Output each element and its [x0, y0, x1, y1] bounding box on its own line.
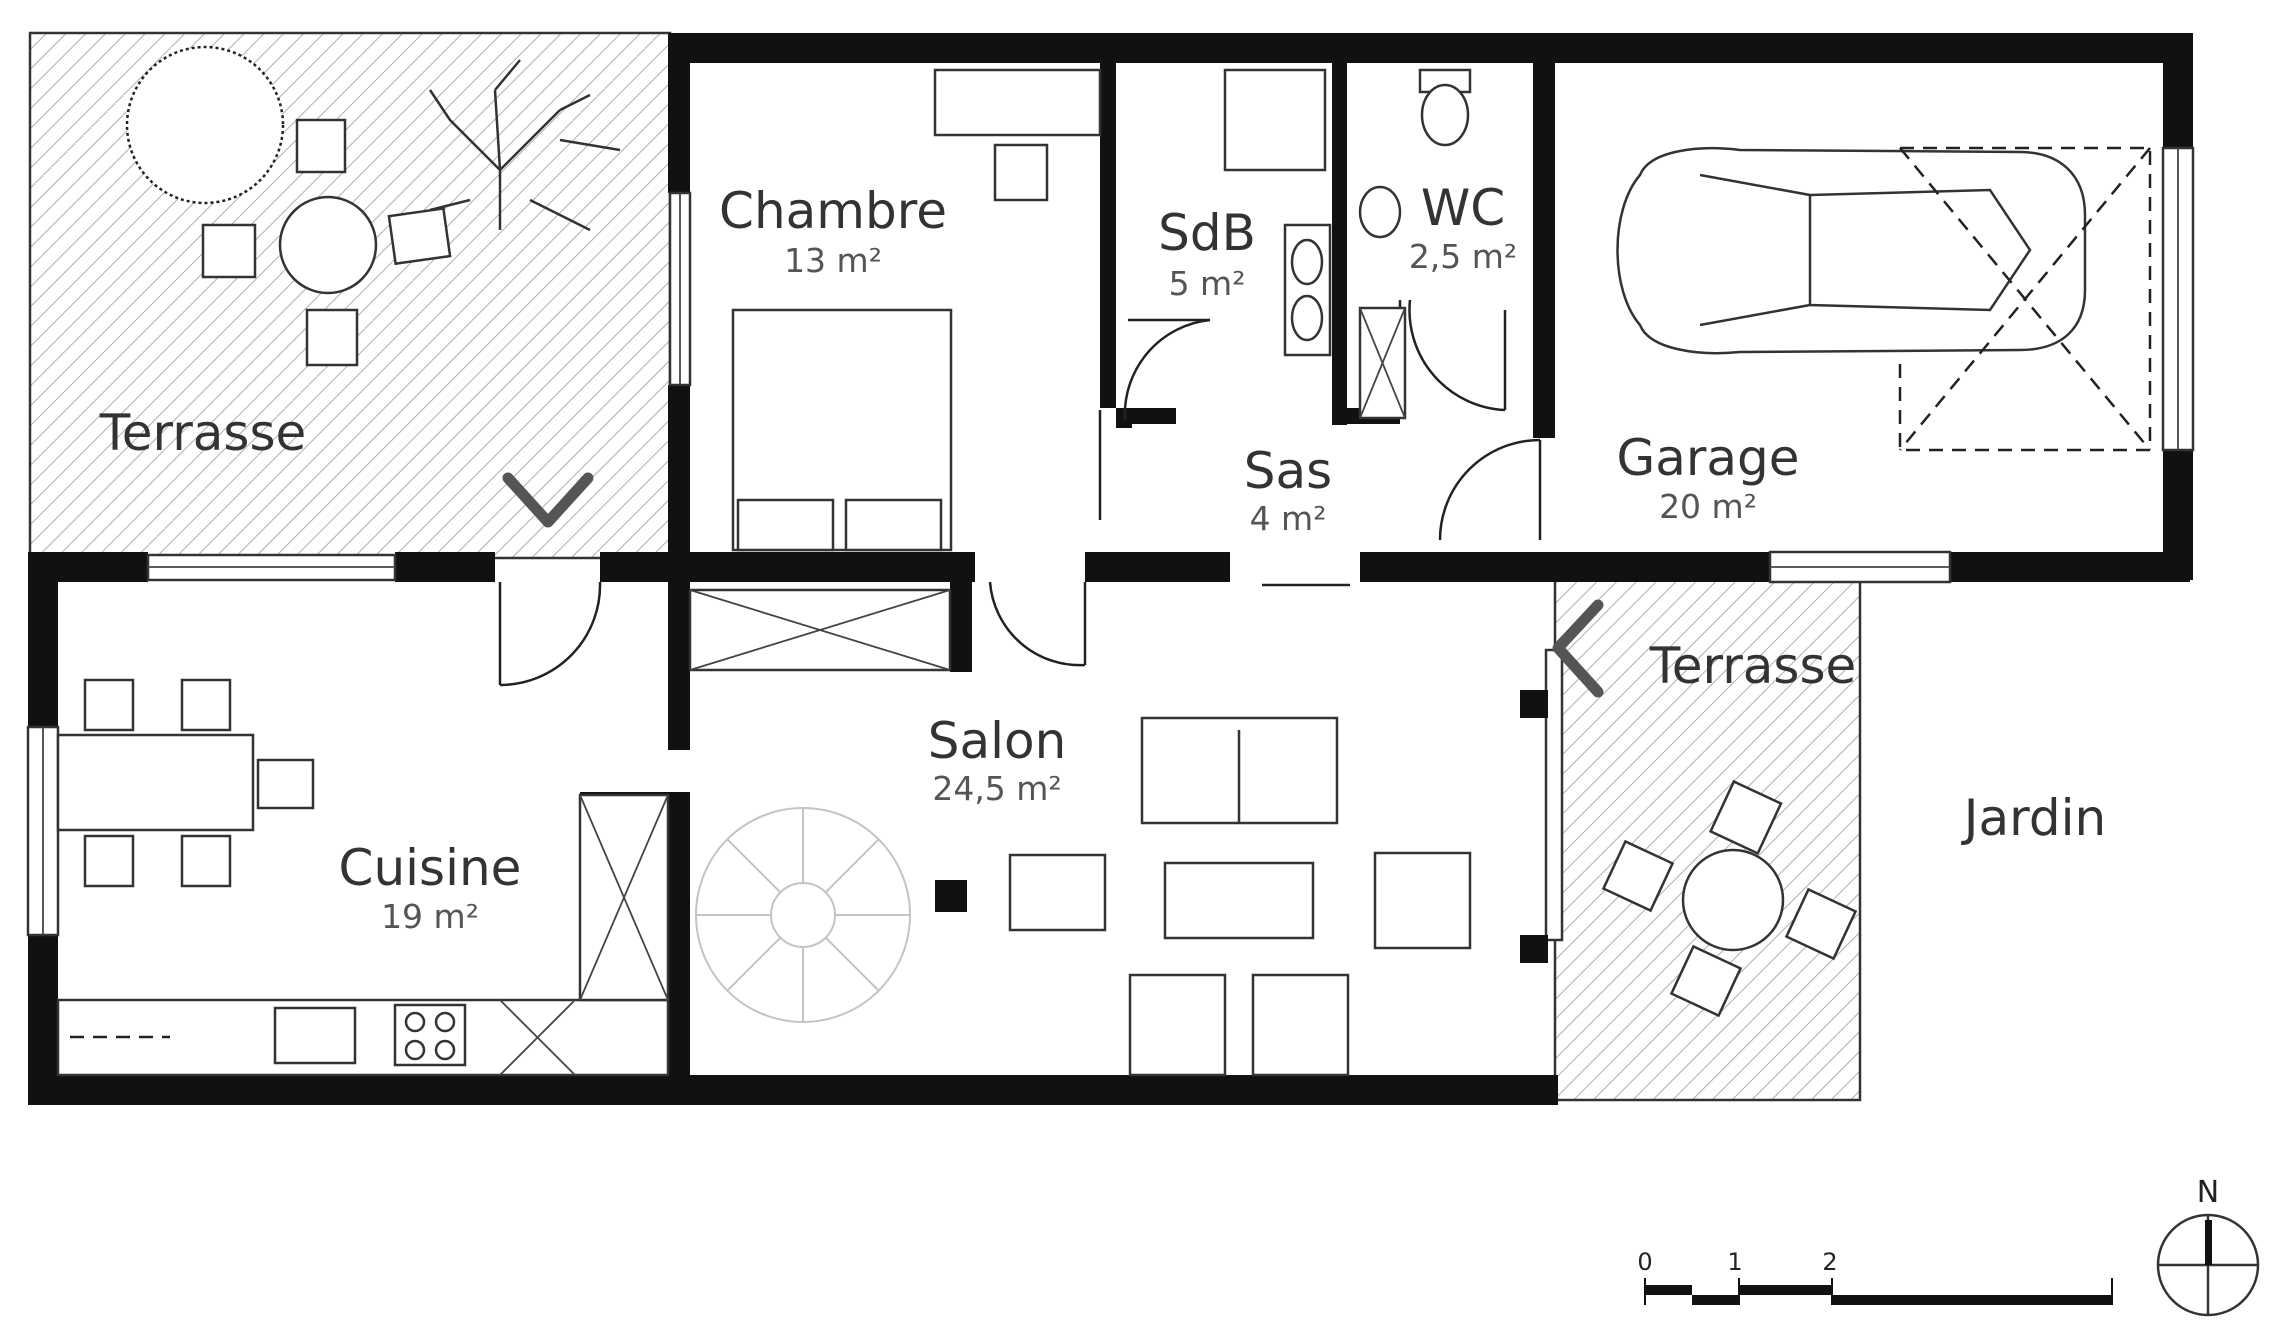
coffee-table: [1163, 861, 1315, 940]
shrub-icon: [428, 59, 621, 232]
terrace-table-east: [1601, 779, 1858, 1018]
compass-icon: N: [2156, 1175, 2260, 1317]
room-label-terrasse-nw: Terrasse: [99, 404, 307, 462]
toilet: [1418, 68, 1472, 147]
wc-cabinet: [1358, 306, 1407, 420]
pillars: [935, 690, 1548, 963]
room-label-wc: WC: [1421, 179, 1505, 237]
chevron-left-icon: [1552, 599, 1604, 698]
sofa: [1140, 716, 1339, 825]
shower: [1223, 68, 1327, 172]
room-label-cuisine: Cuisine: [339, 839, 522, 897]
terrace-east: [1553, 573, 1862, 1102]
room-label-chambre: Chambre: [719, 182, 947, 240]
room-area-wc: 2,5 m²: [1409, 237, 1517, 276]
dining-table: [56, 678, 315, 888]
room-label-sas: Sas: [1244, 442, 1332, 500]
room-area-garage: 20 m²: [1659, 487, 1757, 526]
room-label-garage: Garage: [1616, 429, 1799, 487]
room-area-sdb: 5 m²: [1169, 264, 1246, 303]
walls: [28, 33, 2193, 1105]
terrace-northwest: [28, 31, 672, 560]
scale-label-0: 0: [1637, 1248, 1652, 1276]
room-area-sas: 4 m²: [1250, 499, 1327, 538]
scale-label-2: 2: [1822, 1248, 1837, 1276]
scale-label-1: 1: [1727, 1248, 1742, 1276]
doors: [498, 299, 1542, 687]
scale-bar: 0 1 2: [1637, 1248, 2113, 1305]
spiral-staircase: [695, 807, 911, 1023]
armchair-bottom-left: [1128, 973, 1227, 1077]
wc-sink: [1358, 185, 1402, 239]
armchair-left: [1008, 853, 1107, 932]
tree-icon: [125, 45, 285, 205]
armchair-bottom-right: [1251, 973, 1350, 1077]
car-icon: [1616, 147, 2087, 355]
north-label: N: [2197, 1175, 2219, 1210]
room-label-terrasse-east: Terrasse: [1649, 637, 1857, 695]
room-area-cuisine: 19 m²: [381, 897, 479, 936]
wardrobe: [688, 588, 952, 672]
armchair-right: [1373, 851, 1472, 950]
room-area-salon: 24,5 m²: [932, 769, 1061, 808]
room-area-chambre: 13 m²: [784, 241, 882, 280]
kitchen-counter: [56, 793, 670, 1077]
room-label-salon: Salon: [928, 712, 1067, 770]
desk: [933, 68, 1102, 202]
terrace-table-nw: [201, 118, 452, 367]
double-sink: [1283, 223, 1332, 357]
windows: [26, 146, 2195, 942]
garage-door-path: [1898, 146, 2152, 452]
chevron-down-icon: [502, 472, 594, 528]
room-label-jardin: Jardin: [1961, 789, 2106, 847]
bed: [731, 308, 953, 552]
room-label-sdb: SdB: [1158, 204, 1256, 262]
